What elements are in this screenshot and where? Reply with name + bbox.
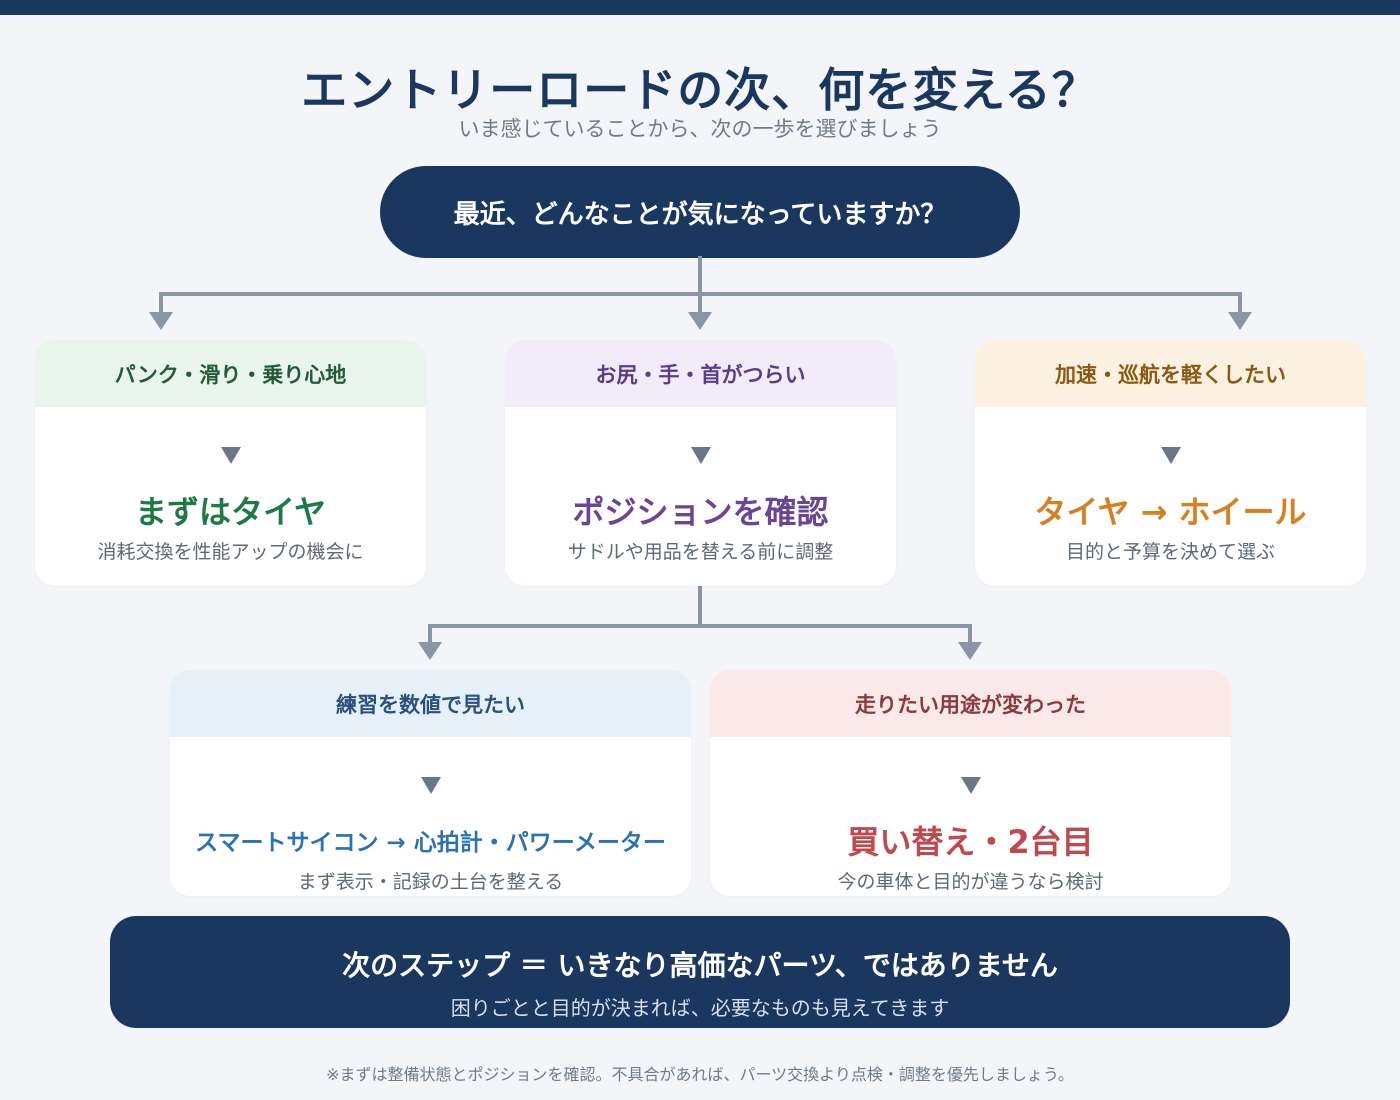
card-replace-main: 買い替え・2台目 — [847, 823, 1094, 861]
arrowhead-midright — [958, 642, 982, 660]
card-tires: パンク・滑り・乗り心地 まずはタイヤ 消耗交換を性能アップの機会に — [35, 340, 426, 586]
card-position-head: お尻・手・首がつらい — [505, 340, 896, 407]
top-accent-bar — [0, 0, 1400, 15]
card-metrics-head: 練習を数値で見たい — [170, 670, 691, 737]
card-wheels-desc: 目的と予算を決めて選ぶ — [1065, 541, 1275, 563]
card-metrics-desc: まず表示・記録の土台を整える — [297, 871, 564, 893]
arrowhead-right — [1228, 312, 1252, 330]
card-wheels-main: タイヤ → ホイール — [1034, 493, 1307, 531]
arrowhead-left — [149, 312, 173, 330]
page-title: エントリーロードの次、何を変える？ — [301, 63, 1099, 117]
card-replace-desc: 今の車体と目的が違うなら検討 — [837, 871, 1104, 893]
card-wheels-head: 加速・巡航を軽くしたい — [975, 340, 1366, 407]
card-tires-head: パンク・滑り・乗り心地 — [35, 340, 426, 407]
question-pill: 最近、どんなことが気になっていますか？ — [380, 166, 1020, 258]
down-arrow-icon — [690, 447, 711, 464]
card-metrics: 練習を数値で見たい スマートサイコン → 心拍計・パワーメーター まず表示・記録… — [170, 670, 691, 896]
arrowhead-midleft — [418, 642, 442, 660]
arrowhead-center — [688, 312, 712, 330]
footnote: ※まずは整備状態とポジションを確認。不具合があれば、パーツ交換より点検・調整を優… — [326, 1065, 1074, 1084]
card-wheels: 加速・巡航を軽くしたい タイヤ → ホイール 目的と予算を決めて選ぶ — [975, 340, 1366, 586]
card-position-main: ポジションを確認 — [572, 493, 829, 531]
summary-sub: 困りごとと目的が決まれば、必要なものも見えてきます — [450, 996, 950, 1020]
card-position-desc: サドルや用品を替える前に調整 — [567, 541, 834, 563]
card-tires-main: まずはタイヤ — [134, 493, 327, 531]
card-replace: 走りたい用途が変わった 買い替え・2台目 今の車体と目的が違うなら検討 — [710, 670, 1231, 896]
card-metrics-main: スマートサイコン → 心拍計・パワーメーター — [195, 830, 666, 856]
page-subtitle: いま感じていることから、次の一歩を選びましょう — [458, 117, 942, 141]
card-replace-head: 走りたい用途が変わった — [710, 670, 1231, 737]
summary-main: 次のステップ ＝ いきなり高価なパーツ、ではありません — [342, 949, 1058, 982]
card-tires-desc: 消耗交換を性能アップの機会に — [97, 541, 364, 563]
down-arrow-icon — [420, 777, 441, 794]
down-arrow-icon — [220, 447, 241, 464]
down-arrow-icon — [1160, 447, 1181, 464]
down-arrow-icon — [960, 777, 981, 794]
question-text: 最近、どんなことが気になっていますか？ — [453, 199, 947, 230]
summary-banner: 次のステップ ＝ いきなり高価なパーツ、ではありません 困りごとと目的が決まれば… — [110, 916, 1290, 1028]
card-position: お尻・手・首がつらい ポジションを確認 サドルや用品を替える前に調整 — [505, 340, 896, 586]
